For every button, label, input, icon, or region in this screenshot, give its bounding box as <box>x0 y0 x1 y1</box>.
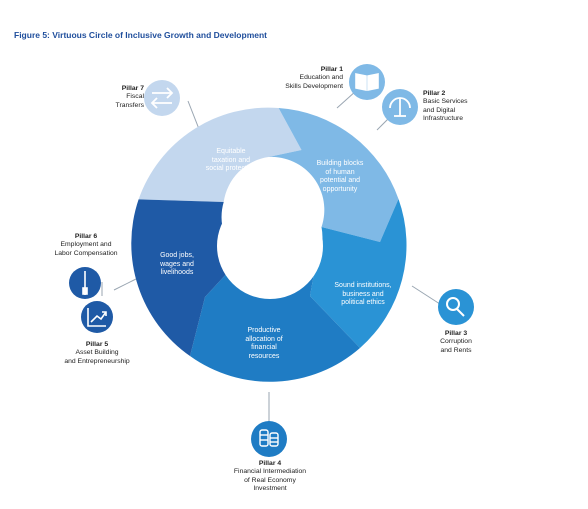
pillar-5-badge <box>81 301 113 333</box>
pillar-1-desc: Education and Skills Development <box>285 74 343 90</box>
pillar-1-name: Pillar 1 <box>320 66 343 73</box>
pillar-2-desc: Basic Services and Digital Infrastructur… <box>423 98 468 123</box>
pillar-4-label: Pillar 4 Financial Intermediation of Rea… <box>222 460 318 494</box>
pillar-4-name: Pillar 4 <box>258 460 282 467</box>
pillar-6-desc: Employment and Labor Compensation <box>54 241 118 257</box>
book-icon <box>355 73 379 91</box>
transfer-arrows-icon <box>150 87 174 109</box>
pillar-1-badge <box>349 64 385 100</box>
segment-label-productive-allocation: Productive allocation of financial resou… <box>245 327 283 360</box>
connector-pillar-5-6-ring <box>113 278 137 291</box>
pillar-4-badge <box>251 421 287 457</box>
pillar-3-name: Pillar 3 <box>444 330 468 337</box>
pillar-6-name: Pillar 6 <box>74 233 98 240</box>
pillar-5-label: Pillar 5 Asset Building and Entrepreneur… <box>56 341 138 366</box>
pillar-3-badge <box>438 289 474 325</box>
magnifier-icon <box>446 297 465 317</box>
pillar-2-badge <box>382 89 418 125</box>
pillar-5-desc: Asset Building and Entrepreneurship <box>64 349 130 365</box>
pillar-7-desc: Fiscal Transfers <box>115 93 144 109</box>
pillar-2-name: Pillar 2 <box>423 90 446 97</box>
pillar-2-label: Pillar 2 Basic Services and Digital Infr… <box>423 90 493 124</box>
pillar-6-badge <box>69 267 101 299</box>
segment-label-equitable-taxation: Equitable taxation and social protection <box>205 148 257 173</box>
tie-icon <box>82 271 88 295</box>
segment-sound-institutions <box>310 199 407 348</box>
pillar-3-desc: Corruption and Rents <box>440 338 472 354</box>
tap-icon <box>389 97 411 117</box>
segment-label-sound-institutions: Sound institutions, business and politic… <box>334 282 392 307</box>
pillar-1-label: Pillar 1 Education and Skills Developmen… <box>279 66 343 91</box>
pillar-6-label: Pillar 6 Employment and Labor Compensati… <box>50 233 122 258</box>
segment-building-blocks <box>268 108 399 242</box>
pillar-7-label: Pillar 7 Fiscal Transfers <box>104 85 144 110</box>
pillar-7-badge <box>144 80 180 116</box>
segment-good-jobs <box>131 199 241 356</box>
segment-label-good-jobs: Good jobs, wages and livelihoods <box>160 252 194 277</box>
pillar-7-name: Pillar 7 <box>121 85 144 92</box>
figure-title: Figure 5: Virtuous Circle of Inclusive G… <box>14 30 267 40</box>
donut-center <box>217 193 323 299</box>
connector-pillar-3 <box>411 285 444 307</box>
segment-productive-allocation <box>190 258 360 382</box>
segment-label-building-blocks: Building blocks of human potential and o… <box>316 160 364 193</box>
pillar-3-label: Pillar 3 Corruption and Rents <box>432 330 480 355</box>
pillar-4-desc: Financial Intermediation of Real Economy… <box>233 468 307 493</box>
growth-chart-icon <box>87 308 107 327</box>
segment-equitable-taxation <box>138 107 302 202</box>
pillar-5-name: Pillar 5 <box>85 341 109 348</box>
coins-icon <box>259 429 279 447</box>
connector-pillar-7 <box>187 100 200 130</box>
